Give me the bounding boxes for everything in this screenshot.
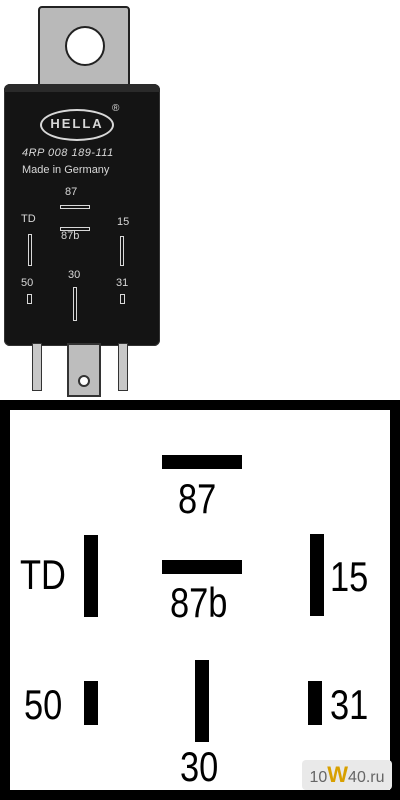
photo-bar-31 [120, 294, 125, 304]
photo-bar-15 [120, 236, 124, 266]
made-in-label: Made in Germany [22, 164, 110, 176]
photo-label-87b: 87b [61, 230, 80, 242]
brand-logo-text: HELLA [50, 116, 104, 131]
terminal-label-87b: 87b [170, 579, 228, 626]
watermark-domain: .ru [365, 769, 385, 786]
photo-bar-td [28, 234, 32, 266]
photo-label-30: 30 [68, 269, 81, 281]
terminal-label-31: 31 [330, 681, 369, 728]
mounting-hole [65, 26, 105, 66]
registered-mark: ® [112, 103, 120, 114]
photo-label-87: 87 [65, 186, 78, 198]
photo-label-50: 50 [21, 277, 34, 289]
housing-top-edge [4, 84, 160, 92]
terminal-bar-31 [308, 681, 322, 725]
terminal-label-30: 30 [180, 743, 219, 790]
pin-right [118, 343, 128, 391]
pin-left [32, 343, 42, 391]
terminal-bar-50 [84, 681, 98, 725]
watermark-logo: 10W40.ru [302, 760, 392, 790]
brand-logo: HELLA [40, 109, 114, 141]
photo-bar-87 [60, 205, 90, 209]
photo-bar-50 [27, 294, 32, 304]
terminal-bar-87 [162, 455, 242, 469]
terminal-label-td: TD [20, 551, 66, 598]
terminal-label-87: 87 [178, 475, 217, 522]
relay-housing: HELLA ® 4RP 008 189-111 Made in Germany … [4, 84, 160, 346]
terminal-bar-15 [310, 534, 324, 616]
photo-label-td: TD [21, 213, 36, 225]
photo-bar-87b [60, 227, 90, 231]
photo-label-31: 31 [116, 277, 129, 289]
watermark-mid: W [327, 762, 349, 787]
terminal-bar-87b [162, 560, 242, 574]
pin-center-hole [78, 375, 90, 387]
part-number: 4RP 008 189-111 [22, 147, 114, 159]
diagram-panel: 87 TD 87b 15 50 30 31 [10, 410, 390, 790]
relay-photo: HELLA ® 4RP 008 189-111 Made in Germany … [4, 6, 160, 397]
photo-bar-30 [73, 287, 77, 321]
watermark-suffix: 40 [348, 769, 366, 786]
terminal-label-15: 15 [330, 553, 369, 600]
terminal-bar-30 [195, 660, 209, 742]
watermark-prefix: 10 [309, 769, 328, 786]
photo-label-15: 15 [117, 216, 130, 228]
mounting-tab [38, 6, 130, 96]
terminal-diagram: 87 TD 87b 15 50 30 31 [0, 400, 400, 800]
terminal-bar-td [84, 535, 98, 617]
terminal-label-50: 50 [24, 681, 63, 728]
pin-center [67, 343, 101, 397]
